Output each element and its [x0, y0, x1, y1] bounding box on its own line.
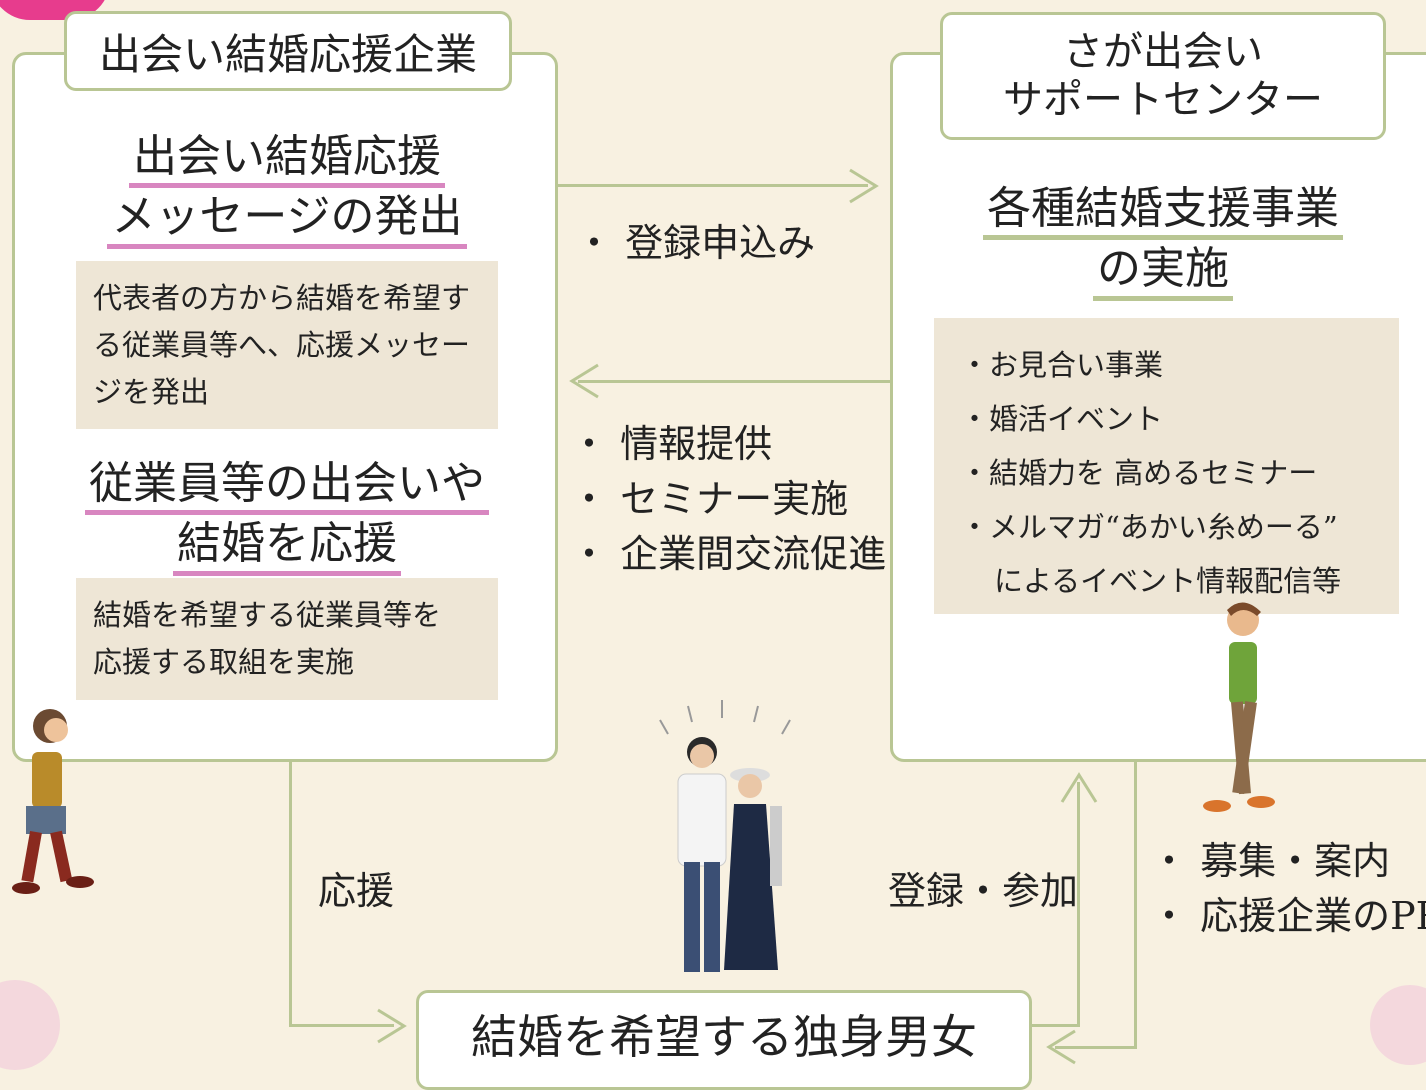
center-heading: 各種結婚支援事業 の実施 — [930, 180, 1396, 301]
company-note-1-line2: る従業員等へ、応援メッセー — [93, 328, 471, 362]
center-service-item: ・婚活イベント — [960, 402, 1164, 436]
company-heading-2: 従業員等の出会いや 結婚を応援 — [0, 455, 574, 576]
company-note-1: 代表者の方から結婚を希望す る従業員等へ、応援メッセー ジを発出 — [76, 261, 498, 429]
company-note-1-line1: 代表者の方から結婚を希望す — [93, 281, 471, 315]
center-title-line1: さが出会い — [1063, 29, 1263, 75]
join-line-vertical — [1077, 782, 1080, 1026]
flower-decoration-left — [0, 980, 60, 1070]
man-illustration — [1203, 602, 1275, 812]
company-title-box: 出会い結婚応援企業 — [64, 11, 512, 91]
join-label: 登録・参加 — [888, 869, 1079, 913]
company-heading-1-line2: メッセージの発出 — [107, 193, 467, 249]
center-heading-line2: の実施 — [1093, 245, 1233, 301]
center-title-line2: サポートセンター — [1003, 77, 1323, 123]
singles-box: 結婚を希望する独身男女 — [416, 990, 1032, 1090]
company-note-1-line3: ジを発出 — [93, 375, 210, 409]
singles-label: 結婚を希望する独身男女 — [471, 1010, 977, 1064]
center-service-item: ・結婚力を 高めるセミナー — [960, 456, 1318, 490]
support-line-vertical — [289, 760, 292, 1026]
arrow-left-head-recruit — [1046, 1029, 1076, 1065]
company-heading-1-line1: 出会い結婚応援 — [129, 132, 445, 189]
center-heading-line1: 各種結婚支援事業 — [983, 184, 1343, 241]
arrow-register-line — [558, 184, 868, 187]
woman-illustration — [12, 709, 94, 894]
arrow-up-head-join — [1060, 772, 1098, 803]
center-service-item: ・メルマガ“あかい糸めーる” — [960, 510, 1338, 544]
arrow-right-head-support — [377, 1008, 407, 1044]
recruit-line-horizontal — [1055, 1046, 1137, 1049]
company-heading-2-line1: 従業員等の出会いや — [85, 459, 489, 516]
company-note-2-line1: 結婚を希望する従業員等を — [93, 598, 442, 632]
join-line-horizontal — [1030, 1024, 1080, 1027]
pr-label: ・ 応援企業のPR — [1150, 894, 1426, 938]
flower-decoration-right — [1370, 985, 1426, 1065]
support-label: 応援 — [318, 869, 395, 913]
arrow-info-line — [578, 380, 891, 383]
arrow-right-head-top — [849, 168, 879, 204]
recruit-line-vertical — [1134, 760, 1137, 1049]
center-service-item: によるイベント情報配信等 — [994, 564, 1342, 598]
company-note-2-line2: 応援する取組を実施 — [93, 645, 355, 679]
arrow-left-head-info — [569, 363, 599, 399]
center-service-item: ・お見合い事業 — [960, 348, 1164, 382]
company-note-2: 結婚を希望する従業員等を 応援する取組を実施 — [76, 578, 498, 700]
center-title-box: さが出会い サポートセンター — [940, 12, 1386, 140]
couple-photo — [659, 700, 791, 972]
company-heading-1: 出会い結婚応援 メッセージの発出 — [0, 128, 574, 249]
exchange-label: ・ 企業間交流促進 — [570, 532, 887, 576]
company-heading-2-line2: 結婚を応援 — [173, 520, 401, 576]
center-services-list: ・お見合い事業 ・婚活イベント ・結婚力を 高めるセミナー ・メルマガ“あかい糸… — [934, 318, 1399, 614]
info-label: ・ 情報提供 — [570, 422, 773, 466]
seminar-label: ・ セミナー実施 — [570, 477, 849, 521]
support-line-horizontal — [289, 1024, 394, 1027]
recruit-label: ・ 募集・案内 — [1150, 839, 1391, 883]
register-label: ・ 登録申込み — [575, 221, 816, 265]
company-title: 出会い結婚応援企業 — [98, 29, 477, 79]
